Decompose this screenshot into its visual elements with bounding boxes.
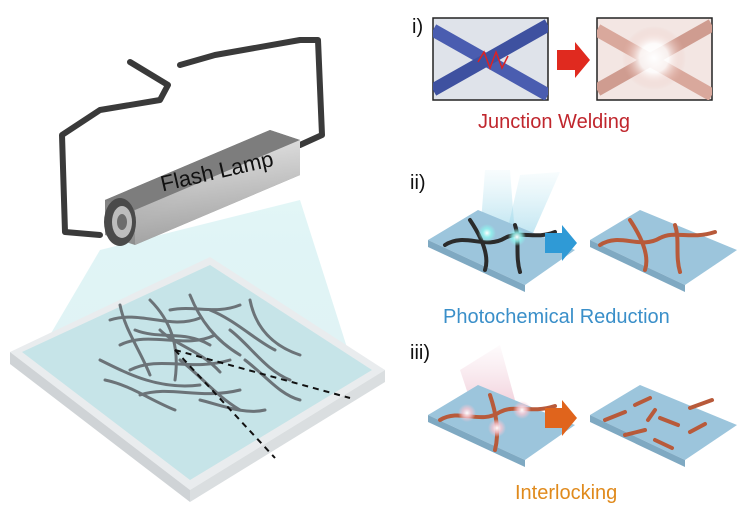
panel-photochemical-reduction xyxy=(428,170,737,292)
panel-number-i: i) xyxy=(412,16,424,38)
power-cable xyxy=(59,37,325,238)
panel-number-iii: iii) xyxy=(410,342,430,364)
arrow-right-icon xyxy=(545,400,577,436)
nanowire-network xyxy=(98,293,302,413)
photochemical-reduction-caption: Photochemical Reduction xyxy=(443,306,670,328)
arrow-right-icon xyxy=(557,42,590,78)
junction-welding-caption: Junction Welding xyxy=(478,111,630,133)
flash-lamp xyxy=(104,130,300,246)
panel-interlocking xyxy=(428,345,737,467)
arrow-right-icon xyxy=(545,225,577,261)
panel-junction-welding xyxy=(432,17,713,101)
panel-number-ii: ii) xyxy=(410,172,426,194)
resistor-symbol-icon xyxy=(477,49,509,71)
interlocking-caption: Interlocking xyxy=(515,482,618,504)
zoom-lines xyxy=(174,349,351,459)
